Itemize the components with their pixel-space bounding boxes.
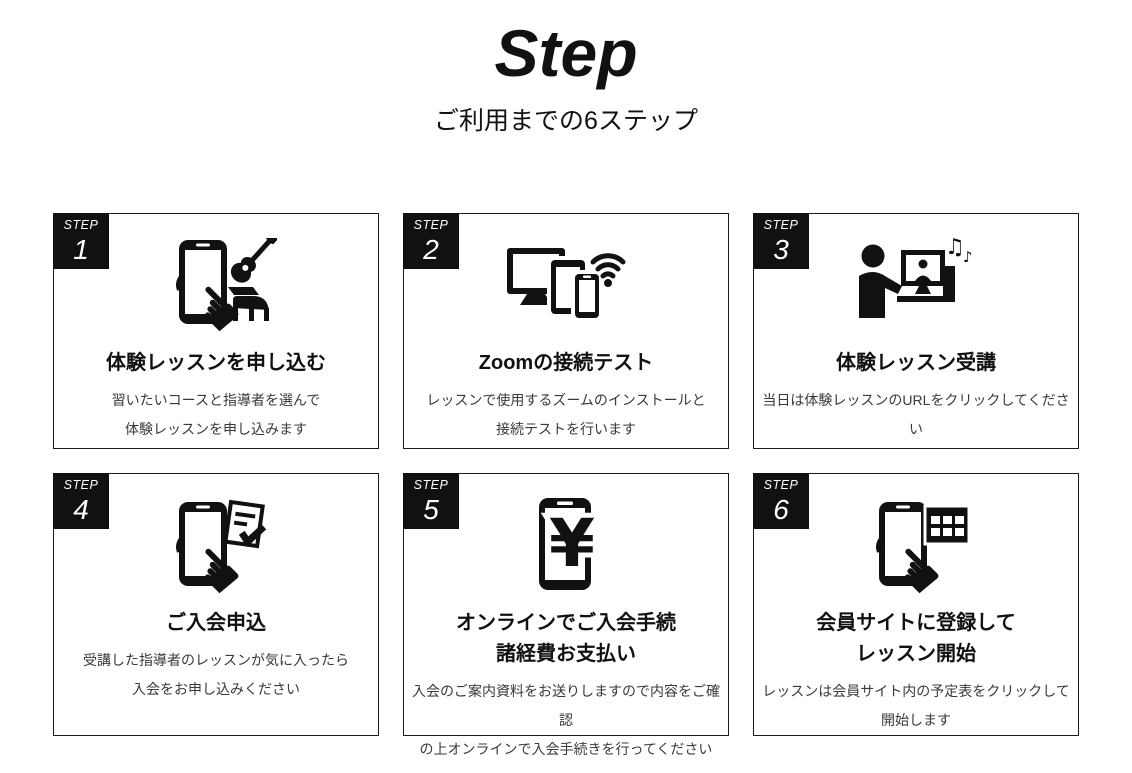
- step-badge-number: 2: [423, 233, 439, 265]
- step-badge-number: 6: [773, 493, 789, 525]
- step-title: オンラインでご入会手続 諸経費お支払い: [456, 612, 676, 666]
- step-card-1: STEP 1: [53, 213, 379, 450]
- step-badge-number: 1: [73, 233, 89, 265]
- step-title: ご入会申込: [166, 612, 266, 635]
- phone-tap-calendar-icon: ☚: [754, 496, 1078, 600]
- online-lesson-icon: ♫ ♪: [754, 236, 1078, 340]
- step-badge-label: STEP: [413, 218, 449, 233]
- step-card-3: STEP 3 ♫ ♪ 体験レッスン受講 当日は体験レッスンのURLをクリックして…: [753, 213, 1079, 450]
- steps-grid: STEP 1: [53, 213, 1079, 757]
- svg-text:♪: ♪: [963, 248, 973, 266]
- step-card-5: STEP 5 ¥ オンラインでご入会手続 諸経費お支払い 入会のご案内資料をお送…: [403, 473, 729, 757]
- phone-tap-music-icon: ☚: [54, 236, 378, 340]
- step-description: 受講した指導者のレッスンが気に入ったら 入会をお申し込みください: [83, 652, 349, 697]
- step-badge: STEP 5: [403, 473, 459, 530]
- svg-text:¥: ¥: [549, 505, 595, 582]
- step-badge-number: 3: [773, 233, 789, 265]
- step-card-2: STEP 2 Zoomの接続テスト レッスンで使用するズーム: [403, 213, 729, 450]
- page-subtitle: ご利用までの6ステップ: [434, 107, 698, 136]
- step-description: 当日は体験レッスンのURLをクリックしてください: [762, 392, 1070, 437]
- devices-wifi-icon: [404, 236, 728, 340]
- step-description: レッスンで使用するズームのインストールと 接続テストを行います: [426, 392, 706, 437]
- step-card-4: STEP 4 ☚ ご入会申込 受講した指導者のレッスンが気に入っ: [53, 473, 379, 737]
- step-title: 体験レッスン受講: [836, 352, 996, 375]
- step-badge: STEP 4: [53, 473, 109, 530]
- page-header: Step ご利用までの6ステップ: [0, 0, 1132, 137]
- step-badge-label: STEP: [63, 218, 99, 233]
- step-badge-label: STEP: [763, 478, 799, 493]
- step-badge: STEP 3: [753, 213, 809, 270]
- step-badge: STEP 1: [53, 213, 109, 270]
- step-badge: STEP 6: [753, 473, 809, 530]
- step-badge-number: 5: [423, 493, 439, 525]
- step-badge-number: 4: [73, 493, 89, 525]
- step-badge-label: STEP: [63, 478, 99, 493]
- step-badge-label: STEP: [413, 478, 449, 493]
- step-description: レッスンは会員サイト内の予定表をクリックして 開始します: [762, 683, 1070, 728]
- step-badge: STEP 2: [403, 213, 459, 270]
- step-description: 入会のご案内資料をお送りしますので内容をご確認 の上オンラインで入会手続きを行っ…: [412, 683, 720, 757]
- step-card-6: STEP 6 ☚ 会員サイトに: [753, 473, 1079, 737]
- step-description: 習いたいコースと指導者を選んで 体験レッスンを申し込みます: [111, 392, 321, 437]
- step-badge-label: STEP: [763, 218, 799, 233]
- phone-yen-payment-icon: ¥: [404, 496, 728, 600]
- step-title: 体験レッスンを申し込む: [106, 352, 326, 375]
- step-title: Zoomの接続テスト: [478, 352, 654, 375]
- svg-text:♫: ♫: [945, 238, 965, 260]
- phone-tap-checklist-icon: ☚: [54, 496, 378, 600]
- step-title: 会員サイトに登録して レッスン開始: [816, 612, 1016, 666]
- page-title: Step: [494, 16, 638, 90]
